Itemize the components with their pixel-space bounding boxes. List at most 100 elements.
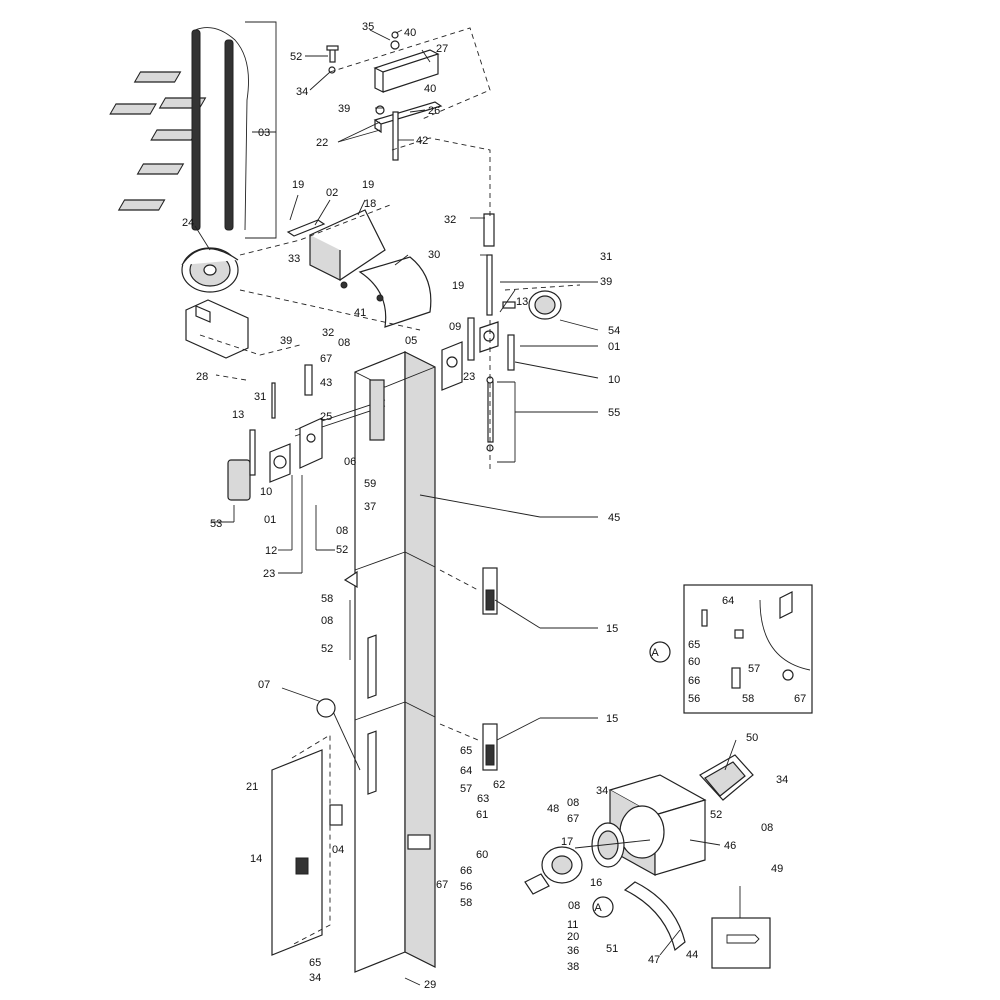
part-label-l24: 24 bbox=[182, 217, 194, 229]
access-door-21 bbox=[271, 749, 343, 956]
guard-28 bbox=[185, 299, 249, 359]
part-label-l57a: 57 bbox=[748, 663, 760, 675]
assembly-lines bbox=[199, 27, 581, 946]
part-label-l11: 11 bbox=[567, 919, 578, 931]
part-label-l36: 36 bbox=[567, 945, 579, 957]
part-label-l16: 16 bbox=[590, 877, 602, 889]
part-label-l59: 59 bbox=[364, 478, 376, 490]
part-label-l08a: 08 bbox=[338, 337, 350, 349]
part-label-l31b: 31 bbox=[254, 391, 266, 403]
part-label-l64a: 64 bbox=[722, 595, 734, 607]
part-label-l62: 62 bbox=[493, 779, 505, 791]
part-label-l17: 17 bbox=[561, 836, 573, 848]
part-label-l60b: 60 bbox=[476, 849, 488, 861]
callout-a-boot bbox=[592, 896, 614, 918]
part-label-l04: 04 bbox=[332, 844, 344, 856]
part-label-l41: 41 bbox=[354, 307, 366, 319]
part-label-l37: 37 bbox=[364, 501, 376, 513]
part-label-l53: 53 bbox=[210, 518, 222, 530]
inspection-window-lower bbox=[482, 723, 498, 771]
callout-a-inset bbox=[649, 641, 671, 663]
part-label-l67c: 67 bbox=[567, 813, 579, 825]
part-label-l54: 54 bbox=[608, 325, 620, 337]
head-hood-02 bbox=[309, 209, 386, 281]
part-label-l30: 30 bbox=[428, 249, 440, 261]
leader-lines bbox=[194, 29, 741, 986]
part-label-l34c: 34 bbox=[776, 774, 788, 786]
flange-bearing-16 bbox=[524, 846, 583, 895]
part-label-l34a: 34 bbox=[296, 86, 308, 98]
head-sprocket-24 bbox=[181, 247, 239, 293]
plate-33 bbox=[286, 219, 326, 237]
boot-trough-44 bbox=[623, 881, 686, 952]
part-label-l10a: 10 bbox=[608, 374, 620, 386]
part-label-l45: 45 bbox=[608, 512, 620, 524]
inspection-window-upper bbox=[482, 567, 498, 615]
part-label-l46: 46 bbox=[724, 840, 736, 852]
boot-cover-50 bbox=[699, 754, 754, 801]
detail-a-inset bbox=[683, 584, 813, 714]
part-label-l27: 27 bbox=[436, 43, 448, 55]
part-label-l58a: 58 bbox=[321, 593, 333, 605]
part-label-l19a: 19 bbox=[292, 179, 304, 191]
part-label-l42: 42 bbox=[416, 135, 428, 147]
part-label-l60a: 60 bbox=[688, 656, 700, 668]
part-label-l08f: 08 bbox=[568, 900, 580, 912]
part-label-l44: 44 bbox=[686, 949, 698, 961]
part-label-l52c: 52 bbox=[321, 643, 333, 655]
label-49 bbox=[711, 917, 771, 969]
callout-07 bbox=[316, 698, 336, 718]
part-label-l08c: 08 bbox=[321, 615, 333, 627]
part-label-l51: 51 bbox=[606, 943, 618, 955]
part-label-l05: 05 bbox=[405, 335, 417, 347]
part-label-l32a: 32 bbox=[444, 214, 456, 226]
part-label-l29: 29 bbox=[424, 979, 436, 991]
part-label-l48: 48 bbox=[547, 803, 559, 815]
part-label-l52b: 52 bbox=[336, 544, 348, 556]
part-label-l01a: 01 bbox=[608, 341, 620, 353]
part-label-l20: 20 bbox=[567, 931, 579, 943]
part-label-l56b: 56 bbox=[460, 881, 472, 893]
part-label-l08e: 08 bbox=[761, 822, 773, 834]
part-label-l34d: 34 bbox=[309, 972, 321, 984]
part-label-lA2: A bbox=[594, 902, 602, 914]
part-label-l22: 22 bbox=[316, 137, 328, 149]
part-label-l10b: 10 bbox=[260, 486, 272, 498]
part-label-l38: 38 bbox=[567, 961, 579, 973]
part-label-l61: 61 bbox=[476, 809, 488, 821]
part-label-l32b: 32 bbox=[322, 327, 334, 339]
part-label-l67b: 67 bbox=[794, 693, 806, 705]
part-label-l67a: 67 bbox=[320, 353, 332, 365]
part-label-l66a: 66 bbox=[688, 675, 700, 687]
part-label-l21: 21 bbox=[246, 781, 258, 793]
part-label-l23b: 23 bbox=[263, 568, 275, 580]
part-label-l06: 06 bbox=[344, 456, 356, 468]
part-label-l02: 02 bbox=[326, 187, 338, 199]
part-label-l26: 26 bbox=[428, 105, 440, 117]
part-label-l43: 43 bbox=[320, 377, 332, 389]
part-label-l14: 14 bbox=[250, 853, 262, 865]
part-label-l50: 50 bbox=[746, 732, 758, 744]
part-label-l39a: 39 bbox=[338, 103, 350, 115]
part-label-l58b: 58 bbox=[742, 693, 754, 705]
part-label-l39c: 39 bbox=[280, 335, 292, 347]
part-label-l40a: 40 bbox=[404, 27, 416, 39]
part-label-l08d: 08 bbox=[567, 797, 579, 809]
part-label-l35: 35 bbox=[362, 21, 374, 33]
part-label-l01b: 01 bbox=[264, 514, 276, 526]
part-label-l57b: 57 bbox=[460, 783, 472, 795]
part-label-lA1: A bbox=[651, 647, 659, 659]
part-label-l18: 18 bbox=[364, 198, 376, 210]
part-label-l34b: 34 bbox=[596, 785, 608, 797]
boot-sprocket-17 bbox=[574, 822, 651, 868]
part-label-l33: 33 bbox=[288, 253, 300, 265]
part-label-l31a: 31 bbox=[600, 251, 612, 263]
head-hood-30 bbox=[340, 256, 432, 328]
part-label-l58c: 58 bbox=[460, 897, 472, 909]
part-label-l52d: 52 bbox=[710, 809, 722, 821]
part-label-l66b: 66 bbox=[460, 865, 472, 877]
part-label-l13a: 13 bbox=[516, 296, 528, 308]
part-label-l07: 07 bbox=[258, 679, 270, 691]
part-label-l56a: 56 bbox=[688, 693, 700, 705]
part-label-l64b: 64 bbox=[460, 765, 472, 777]
